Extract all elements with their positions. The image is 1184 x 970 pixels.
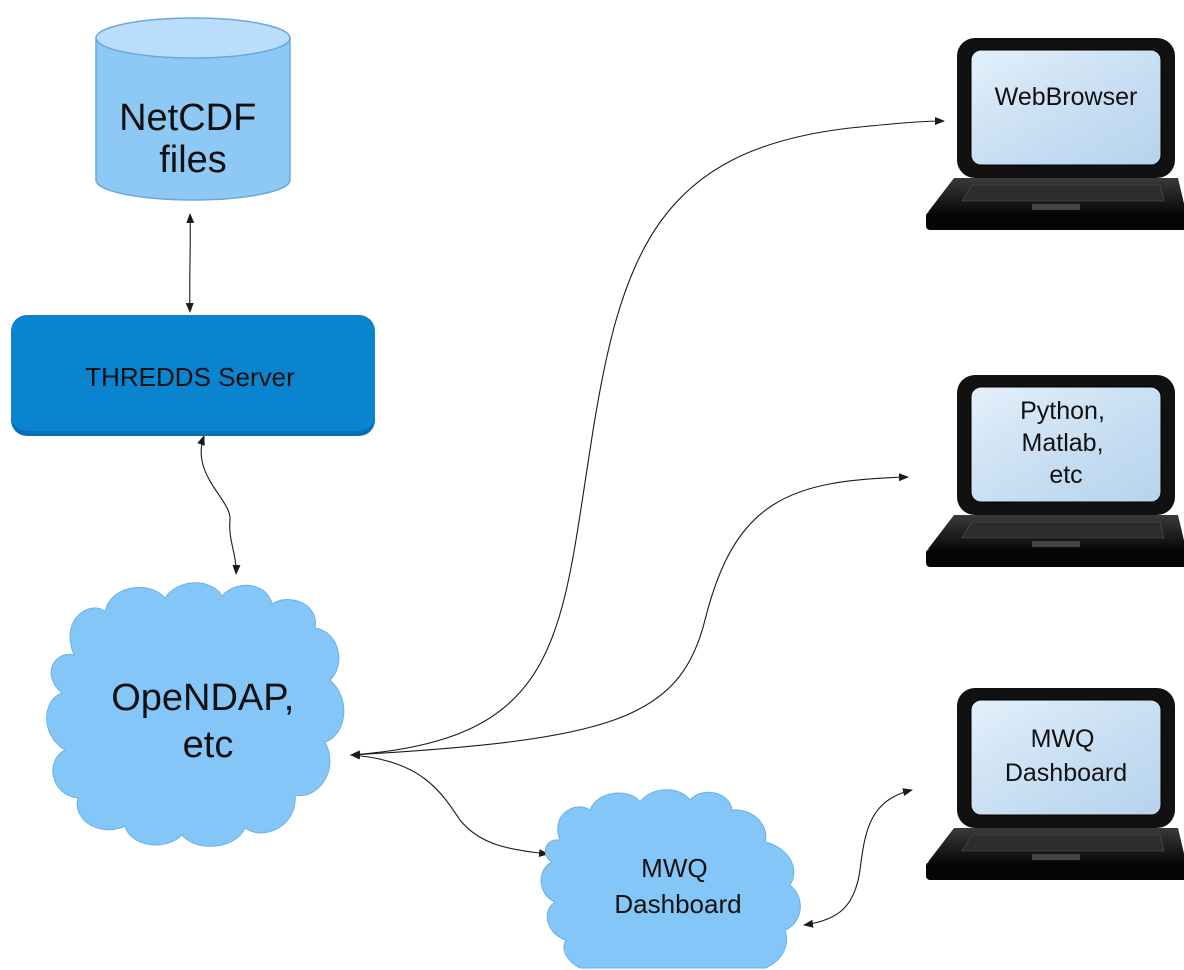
netcdf-storage-cylinder: NetCDF files: [95, 17, 291, 201]
laptop-front-edge: [926, 862, 1184, 880]
thredds-box: [11, 315, 375, 431]
laptop-screen: [970, 386, 1162, 503]
opendap-label-line-2: etc: [183, 724, 234, 766]
netcdf-label-line-2: files: [159, 139, 227, 181]
opendap-cloud-shape: [46, 582, 345, 847]
python-label-line-3: etc: [1049, 461, 1082, 489]
netcdf-label: NetCDF files: [119, 97, 267, 181]
mwq-cloud-label-line-1: MWQ: [641, 853, 707, 883]
laptop-webbrowser: WebBrowser: [926, 38, 1184, 230]
mwq-cloud-shape: [540, 789, 801, 969]
webbrowser-label: WebBrowser: [995, 83, 1138, 111]
python-label-line-1: Python,: [1020, 397, 1105, 425]
netcdf-label-line-1: NetCDF: [119, 97, 256, 139]
laptop-touchpad: [1032, 204, 1080, 210]
mwq-laptop-label-line-2: Dashboard: [1005, 759, 1127, 787]
laptop-python-matlab: Python, Matlab, etc: [926, 375, 1184, 567]
cylinder-top: [95, 17, 291, 59]
laptop-screen: [970, 699, 1162, 816]
mwq-dashboard-cloud: MWQ Dashboard: [540, 789, 801, 969]
python-label: Python, Matlab, etc: [1020, 397, 1112, 489]
edge-mwq-cloud-laptop: [803, 788, 913, 928]
edge-opendap-python: [350, 473, 909, 759]
laptop-mwq-dashboard: MWQ Dashboard: [926, 688, 1184, 880]
edge-opendap-mwq-cloud: [350, 751, 549, 858]
mwq-laptop-label: MWQ Dashboard: [1005, 725, 1127, 787]
laptop-keyboard: [961, 184, 1165, 202]
connectors: [185, 117, 945, 928]
edge-netcdf-thredds: [185, 213, 195, 313]
edge-opendap-webbrowser: [350, 117, 945, 759]
python-label-line-2: Matlab,: [1022, 429, 1104, 457]
laptop-keyboard: [961, 521, 1165, 539]
mwq-cloud-label-line-2: Dashboard: [614, 889, 741, 919]
laptop-keyboard: [961, 834, 1165, 852]
cylinder-body: [95, 37, 291, 201]
edge-thredds-opendap: [197, 435, 241, 575]
laptop-screen: [970, 49, 1162, 166]
mwq-laptop-label-line-1: MWQ: [1031, 725, 1095, 753]
laptop-touchpad: [1032, 541, 1080, 547]
thredds-label: THREDDS Server: [85, 362, 295, 392]
mwq-cloud-label: MWQ Dashboard: [614, 853, 741, 919]
laptop-touchpad: [1032, 854, 1080, 860]
laptop-front-edge: [926, 212, 1184, 230]
opendap-label-line-1: OpeNDAP,: [111, 677, 294, 719]
webbrowser-label-line-1: WebBrowser: [995, 83, 1138, 111]
laptop-front-edge: [926, 549, 1184, 567]
thredds-server-box: THREDDS Server: [11, 315, 375, 436]
opendap-cloud: OpeNDAP, etc: [46, 582, 345, 847]
opendap-label: OpeNDAP, etc: [111, 677, 305, 766]
